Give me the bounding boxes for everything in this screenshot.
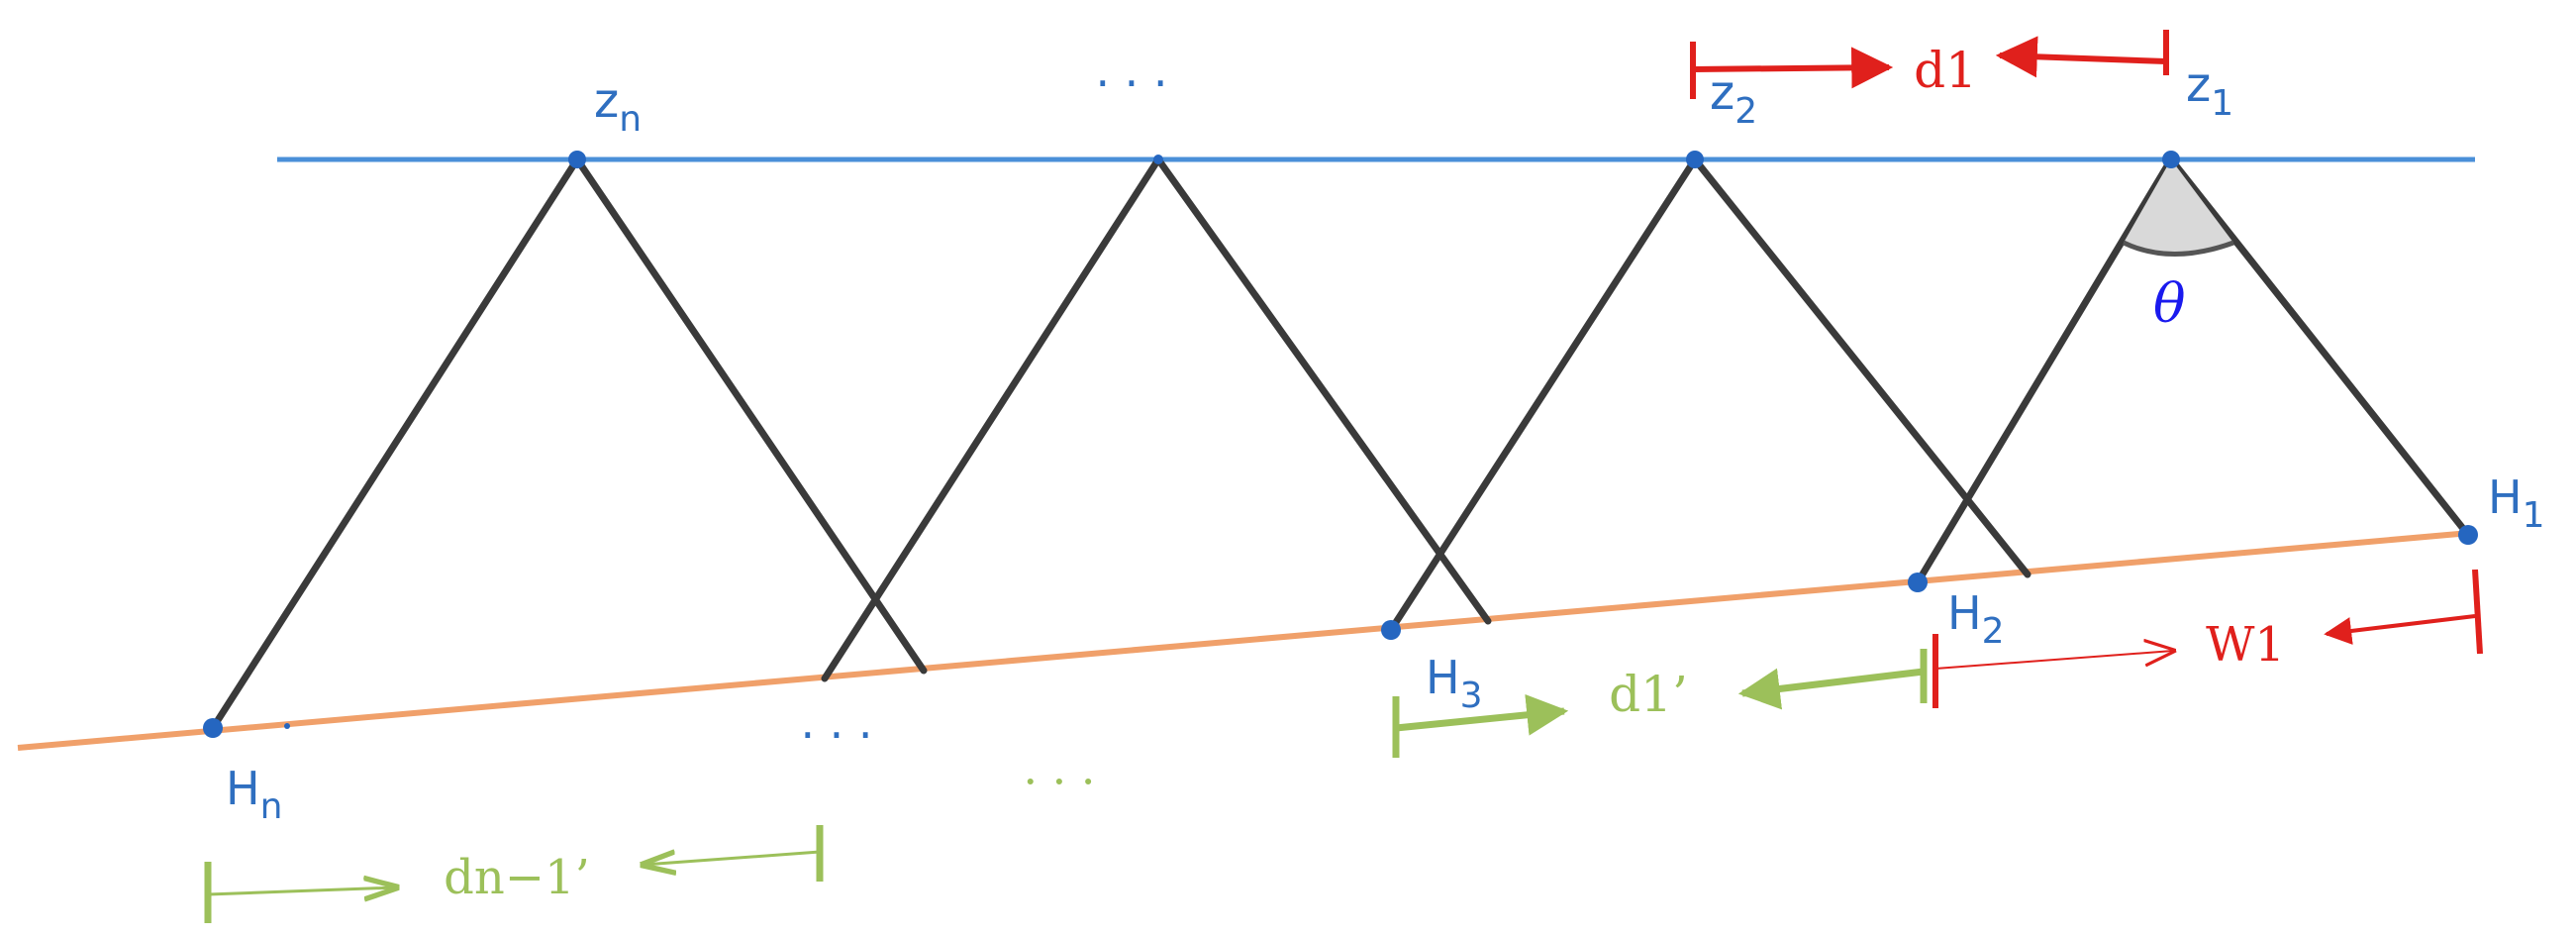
d1p-arrow-left [1395, 693, 1569, 736]
label-z2: z2 [1710, 65, 1757, 132]
point-z1 [2162, 151, 2180, 168]
label-h1: H1 [2488, 470, 2545, 536]
ellipsis-bottom-right: · · · [1023, 755, 1095, 808]
label-zn: zn [594, 73, 642, 140]
d1p-arrow-right [1737, 668, 1925, 710]
beam-mid-right [1154, 156, 1492, 625]
point-hn [203, 718, 223, 738]
ellipsis-top: · · · [1095, 56, 1167, 110]
beam-z2-right [1691, 156, 2031, 578]
point-hn-small [284, 723, 290, 729]
label-h3: H3 [1426, 651, 1483, 716]
dn1p-arrow-left [207, 887, 396, 894]
w1-arrow-right [2324, 614, 2476, 645]
d1-arrow-right [1995, 36, 2167, 78]
label-d1-prime: d1’ [1609, 666, 1688, 723]
label-w1: W1 [2206, 617, 2285, 673]
label-theta: θ [2153, 272, 2186, 335]
beam-zn-left [209, 156, 581, 732]
label-dn1-prime: dn−1’ [444, 850, 590, 905]
dn1p-arrow-right [644, 852, 821, 865]
beam-zn-right [573, 156, 928, 675]
beam-z1-right [2167, 156, 2472, 539]
point-zn [568, 151, 586, 168]
w1-arrow-left [1934, 651, 2173, 670]
label-hn: Hn [226, 762, 282, 827]
w1-dimension [1932, 569, 2483, 708]
d1-arrow-left [1692, 47, 1894, 89]
point-h3 [1381, 620, 1401, 640]
point-h1 [2458, 525, 2478, 545]
point-z2 [1686, 151, 1704, 168]
label-d1: d1 [1914, 42, 1977, 99]
beam-z1-left [1914, 156, 2175, 586]
theta-angle-arc [2122, 240, 2234, 257]
point-h2 [1908, 573, 1928, 592]
beam-mid-left [821, 156, 1162, 682]
point-top-mid [1153, 155, 1163, 164]
label-h2: H2 [1947, 586, 2005, 652]
w1-tick-right [2472, 569, 2483, 655]
bottom-line [17, 530, 2471, 751]
beams [209, 156, 2472, 732]
theta-angle-wedge [2124, 159, 2233, 255]
d1-dimension [1690, 30, 2169, 99]
label-z1: z1 [2186, 57, 2233, 124]
d1-prime-dimension [1392, 649, 1928, 758]
ellipsis-bottom-left: · · · [800, 708, 872, 762]
points [203, 151, 2478, 738]
dn1-prime-dimension [204, 825, 824, 923]
beam-z2-left [1387, 156, 1699, 634]
